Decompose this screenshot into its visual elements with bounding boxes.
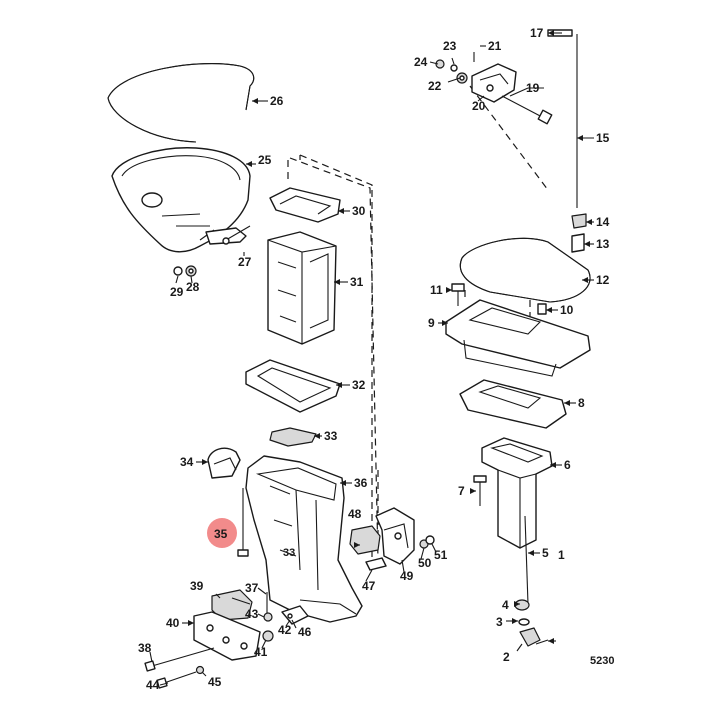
callout-48: 48 — [348, 507, 362, 521]
part-2-housing — [519, 627, 541, 647]
part-30-bracket — [269, 187, 341, 223]
callout-12: 12 — [596, 273, 610, 287]
callout-14: 14 — [596, 215, 610, 229]
callout-27: 27 — [238, 255, 252, 269]
callout-32: 32 — [352, 378, 366, 392]
part-31-housing — [267, 231, 337, 345]
callout-47: 47 — [362, 579, 376, 593]
callout-50: 50 — [418, 556, 432, 570]
part-45-washer — [195, 665, 205, 675]
part-25-lower-cowl — [111, 147, 251, 253]
callout-29: 29 — [170, 285, 184, 299]
callout-26: 26 — [270, 94, 284, 108]
part-34-mount — [207, 447, 241, 479]
part-35-bolt — [237, 488, 249, 557]
part-8-exhaust-plate — [459, 379, 567, 429]
highlight-circle — [207, 518, 237, 548]
part-43-washer — [263, 612, 273, 622]
part-9-adapter-plate — [445, 299, 591, 377]
callout-11: 11 — [430, 283, 443, 297]
figure-number: 5230 — [590, 655, 614, 667]
callout-25: 25 — [258, 153, 272, 167]
callout-45: 45 — [208, 675, 222, 689]
callout-labels: 1 2 3 4 5 6 7 8 9 10 11 12 13 14 15 17 1… — [138, 26, 610, 692]
part-38-bolt — [144, 647, 215, 672]
part-33-seal — [269, 427, 317, 447]
callout-42: 42 — [278, 623, 292, 637]
callout-13: 13 — [596, 237, 610, 251]
part-27-screw — [222, 225, 251, 245]
housing-embossed-33: 33 — [283, 547, 295, 559]
callout-24: 24 — [414, 55, 428, 69]
callout-20: 20 — [472, 99, 486, 113]
callout-36: 36 — [354, 476, 368, 490]
callout-37: 37 — [245, 581, 259, 595]
callout-44: 44 — [146, 678, 160, 692]
part-47-pad — [365, 557, 387, 571]
callout-43: 43 — [245, 607, 259, 621]
part-36-driveshaft-housing: 33 — [245, 455, 363, 623]
callout-35: 35 — [214, 527, 228, 541]
part-12-seal — [459, 237, 591, 303]
part-41-nut — [262, 630, 274, 642]
assembly-guide-main — [289, 157, 379, 561]
part-1-screw — [535, 639, 549, 645]
part-40-plate — [193, 611, 261, 661]
callout-9: 9 — [428, 316, 435, 330]
callout-39: 39 — [190, 579, 204, 593]
callout-7: 7 — [458, 484, 465, 498]
callout-19: 19 — [526, 81, 540, 95]
part-48-mount — [349, 525, 381, 555]
part-11-bolt — [451, 283, 465, 306]
part-26-top-seal — [107, 63, 255, 143]
callout-17: 17 — [530, 26, 544, 40]
part-20-valve-body — [471, 63, 517, 103]
part-39-block — [211, 589, 253, 621]
callout-6: 6 — [564, 458, 571, 472]
callout-40: 40 — [166, 616, 180, 630]
callout-41: 41 — [254, 645, 268, 659]
callout-2: 2 — [503, 650, 510, 664]
callout-33: 33 — [324, 429, 338, 443]
callout-30: 30 — [352, 204, 366, 218]
callout-4: 4 — [502, 598, 509, 612]
callout-3: 3 — [496, 615, 503, 629]
part-22-23-24-washers — [435, 59, 468, 84]
callout-46: 46 — [298, 625, 312, 639]
callout-21: 21 — [488, 39, 502, 53]
callout-28: 28 — [186, 280, 200, 294]
callout-8: 8 — [578, 396, 585, 410]
callout-15: 15 — [596, 131, 610, 145]
leader-arrowheads — [188, 30, 592, 644]
callout-23: 23 — [443, 39, 457, 53]
assembly-guide-right — [464, 85, 549, 330]
callout-1: 1 — [558, 548, 565, 562]
part-3-seal — [518, 618, 530, 626]
callout-22: 22 — [428, 79, 442, 93]
callout-51: 51 — [434, 548, 448, 562]
part-28-29-fasteners — [173, 265, 197, 277]
part-32-gasket — [245, 359, 341, 413]
callout-31: 31 — [350, 275, 364, 289]
part-7-bolt — [473, 475, 487, 506]
part-6-exhaust-tube — [481, 437, 553, 549]
part-50-51-fasteners — [419, 535, 435, 549]
callout-5: 5 — [542, 546, 549, 560]
callout-34: 34 — [180, 455, 194, 469]
part-5-tube — [524, 515, 529, 605]
part-13-bushing — [571, 233, 585, 253]
callout-49: 49 — [400, 569, 414, 583]
part-19-bolt — [501, 95, 553, 125]
part-42-46-clip — [281, 605, 309, 625]
part-14-cap — [571, 213, 587, 229]
part-49-bracket — [375, 507, 415, 565]
part-10-dowel — [537, 303, 547, 315]
callout-38: 38 — [138, 641, 152, 655]
part-44-bolt — [156, 671, 197, 689]
callout-10: 10 — [560, 303, 574, 317]
assembly-guide-left — [287, 154, 373, 560]
